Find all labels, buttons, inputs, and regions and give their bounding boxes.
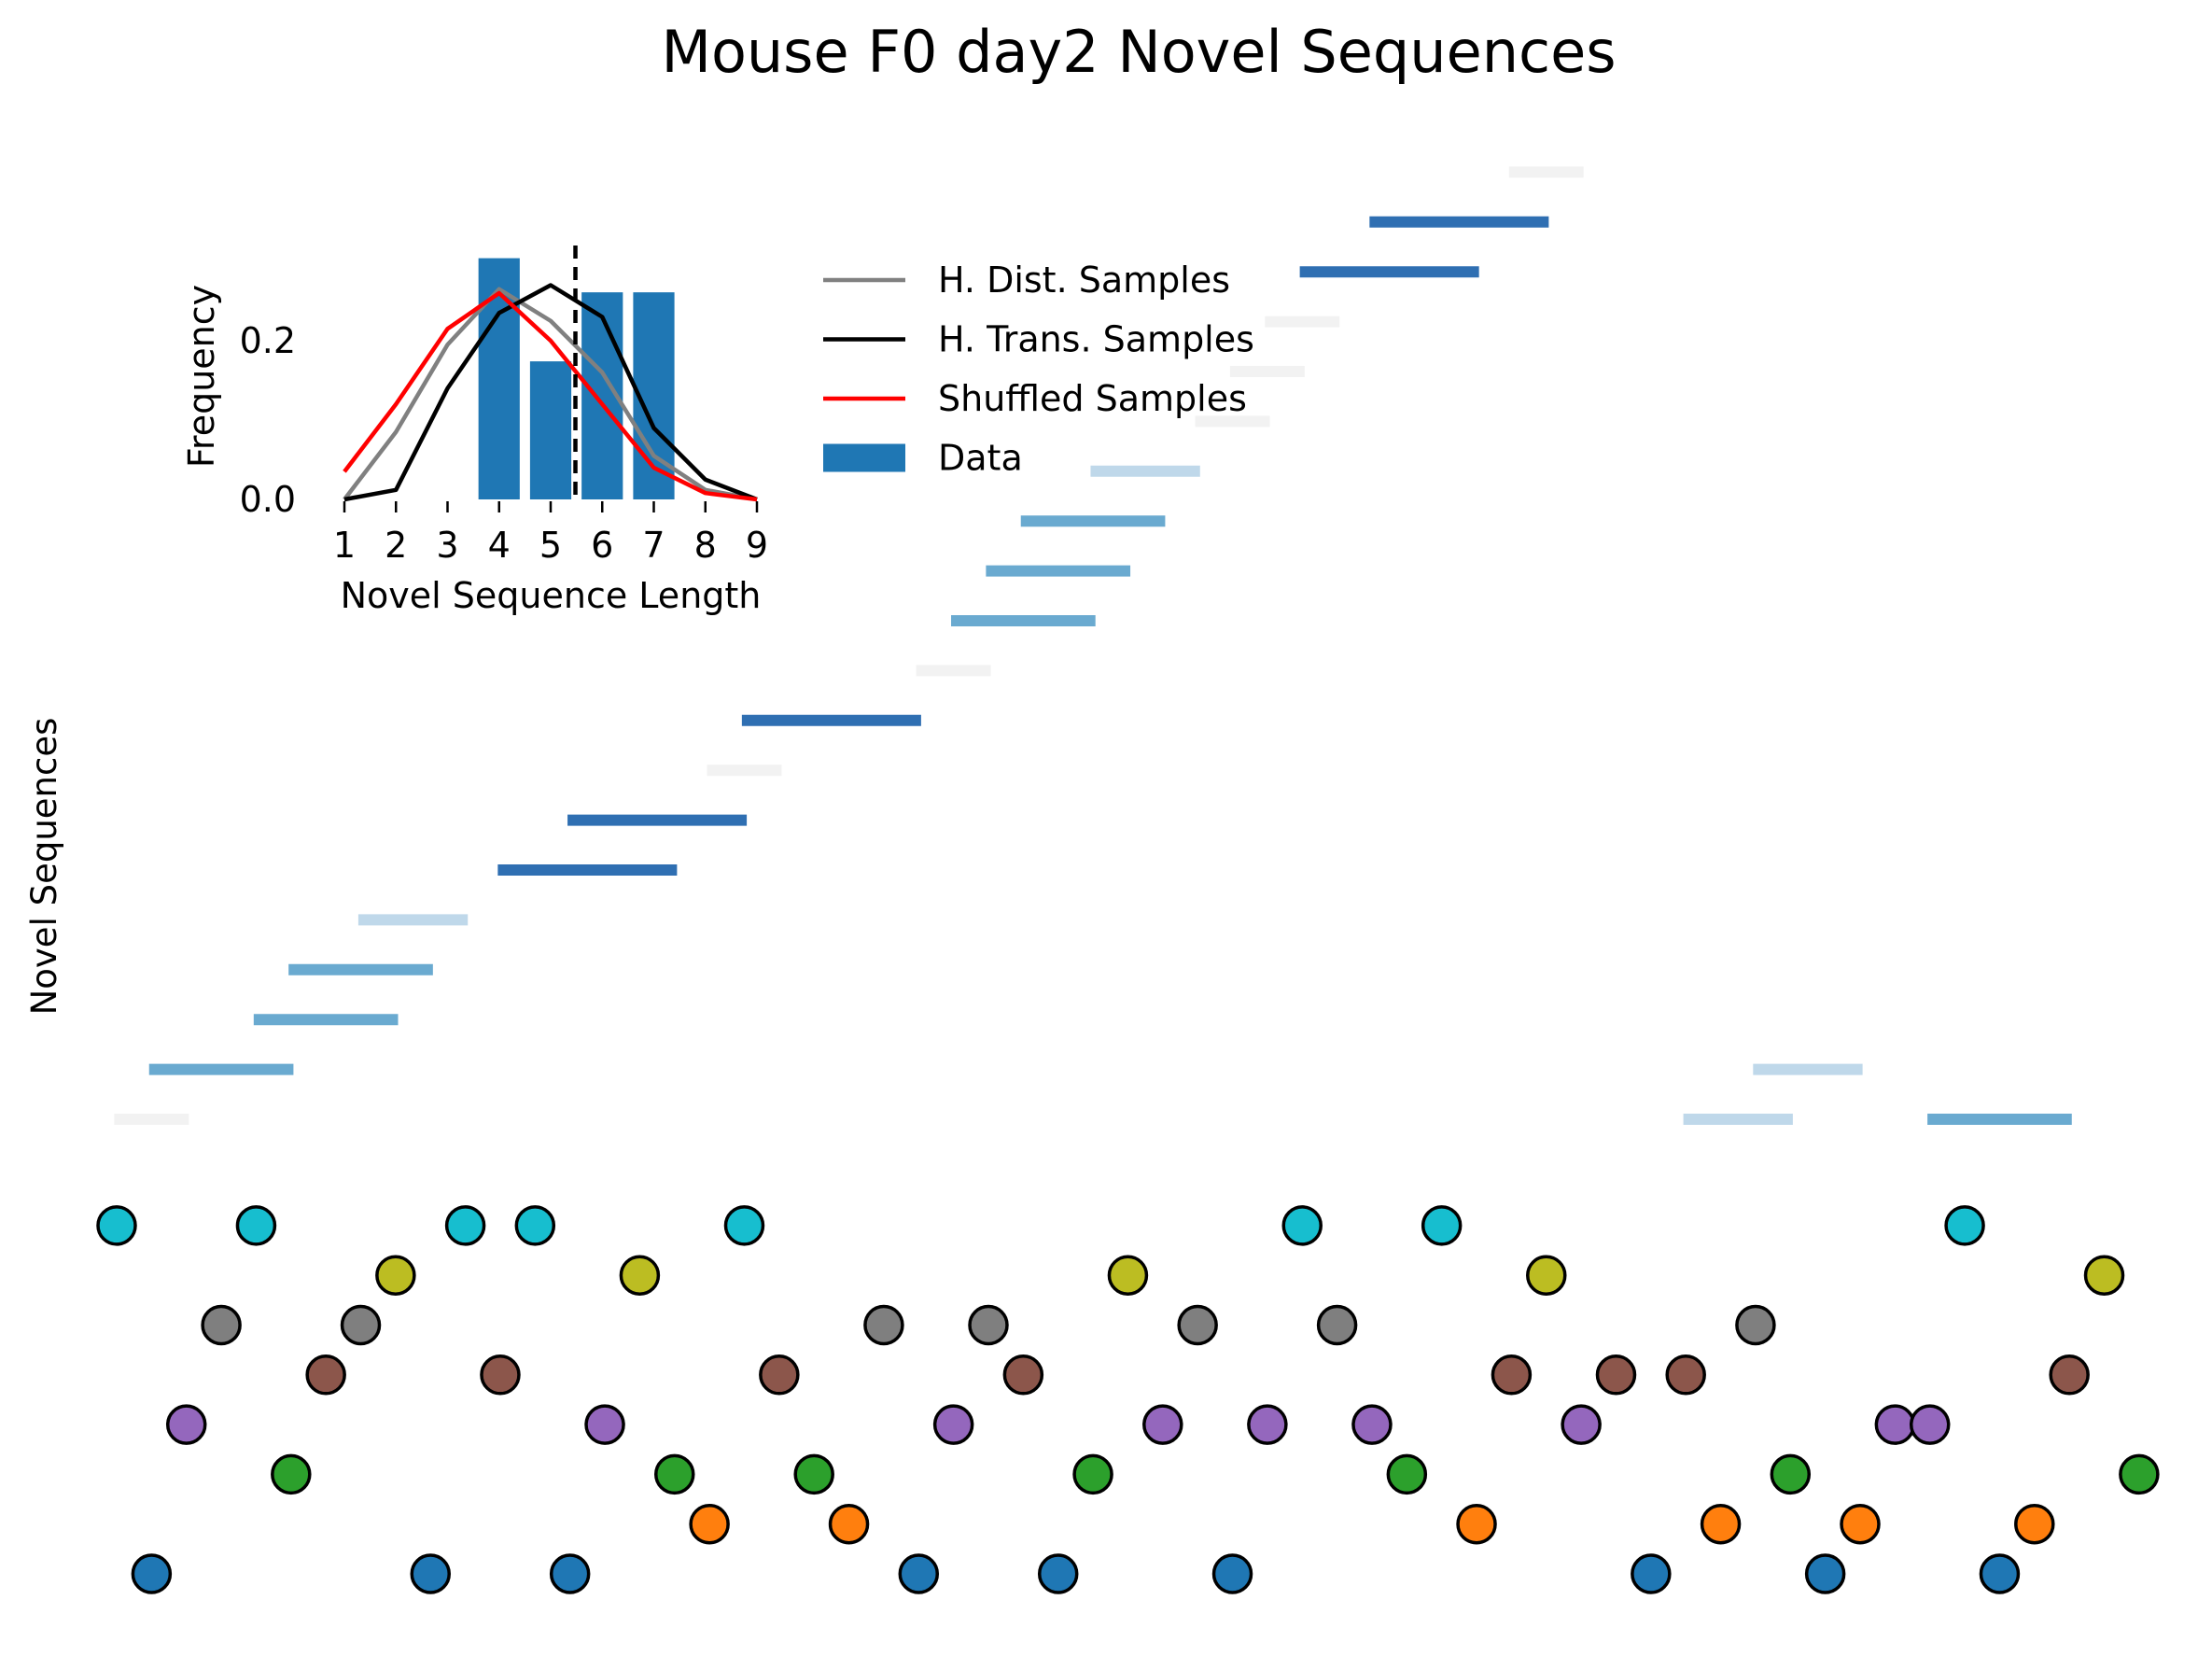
sequence-point-52	[1909, 1404, 1951, 1445]
sequence-point-32	[1211, 1553, 1253, 1594]
sequence-point-15	[619, 1255, 661, 1296]
sequence-point-54	[1979, 1553, 2021, 1594]
sequence-point-14	[584, 1404, 625, 1445]
inset-series-line-0	[343, 287, 758, 502]
sequence-point-24	[932, 1404, 974, 1445]
legend-label-2: Shuffled Samples	[938, 378, 1247, 419]
inset-x-tick-label-2: 2	[385, 525, 407, 566]
chart-title: Mouse F0 day2 Novel Sequences	[661, 18, 1616, 86]
sequence-point-56	[2049, 1354, 2090, 1396]
sequence-point-39	[1456, 1503, 1497, 1545]
sequence-point-33	[1247, 1404, 1288, 1445]
inset-y-axis-label: Frequency	[181, 285, 222, 468]
sequence-point-9	[410, 1553, 451, 1594]
sequence-point-29	[1107, 1255, 1149, 1296]
sequence-point-47	[1735, 1304, 1776, 1346]
inset-x-tick-label-1: 1	[333, 525, 356, 566]
main-y-axis-label: Novel Sequences	[24, 718, 64, 1016]
sequence-point-17	[689, 1503, 730, 1545]
inset-y-ticks: 0.0 0.2	[240, 320, 296, 520]
sequence-point-46	[1700, 1503, 1742, 1545]
sequence-point-50	[1840, 1503, 1881, 1545]
sequence-point-45	[1665, 1354, 1706, 1396]
sequence-point-48	[1770, 1453, 1812, 1495]
sequence-point-57	[2083, 1255, 2125, 1296]
sequence-point-21	[828, 1503, 870, 1545]
sequence-point-51	[1874, 1404, 1916, 1445]
inset-bars	[478, 258, 675, 499]
sequence-point-35	[1316, 1304, 1358, 1346]
sequence-point-0	[96, 1205, 137, 1246]
sequence-point-44	[1631, 1553, 1672, 1594]
sequence-point-28	[1072, 1453, 1113, 1495]
inset-x-tick-label-8: 8	[694, 525, 717, 566]
sequence-point-36	[1351, 1404, 1393, 1445]
inset-x-tick-label-3: 3	[436, 525, 458, 566]
sequence-point-18	[723, 1205, 765, 1246]
inset-series-line-2	[343, 290, 758, 502]
legend: H. Dist. Samples H. Trans. SamplesShuffle…	[823, 260, 1254, 479]
inset-series-line-1	[343, 283, 758, 502]
sequence-point-10	[444, 1205, 486, 1246]
sequence-point-31	[1177, 1304, 1218, 1346]
sequence-point-12	[514, 1205, 556, 1246]
sequence-point-7	[340, 1304, 382, 1346]
sequence-point-6	[305, 1354, 346, 1396]
inset-x-tick-label-7: 7	[642, 525, 665, 566]
sequence-point-23	[898, 1553, 940, 1594]
sequence-point-5	[271, 1453, 312, 1495]
sequence-point-25	[968, 1304, 1009, 1346]
sequence-point-53	[1944, 1205, 1985, 1246]
sequence-point-49	[1804, 1553, 1846, 1594]
sequence-point-34	[1281, 1205, 1323, 1246]
sequence-point-27	[1037, 1553, 1079, 1594]
sequence-points	[96, 1205, 2160, 1594]
sequence-point-55	[2014, 1503, 2055, 1545]
sequence-point-58	[2119, 1453, 2160, 1495]
novel-sequence-segments	[114, 166, 2072, 1125]
legend-label-3: Data	[938, 438, 1023, 479]
sequence-point-4	[235, 1205, 277, 1246]
sequence-point-42	[1561, 1404, 1602, 1445]
sequence-point-22	[863, 1304, 904, 1346]
sequence-point-16	[654, 1453, 695, 1495]
sequence-point-43	[1595, 1354, 1637, 1396]
inset-y-tick-label-0: 0.0	[240, 479, 296, 520]
sequence-point-8	[375, 1255, 416, 1296]
sequence-point-20	[793, 1453, 834, 1495]
sequence-point-11	[480, 1354, 521, 1396]
sequence-point-1	[131, 1553, 173, 1594]
inset-lines	[343, 283, 758, 502]
legend-label-0: H. Dist. Samples	[938, 260, 1230, 301]
inset-x-tick-label-9: 9	[746, 525, 768, 566]
inset-x-tick-label-6: 6	[591, 525, 613, 566]
sequence-point-3	[201, 1304, 242, 1346]
sequence-point-38	[1421, 1205, 1463, 1246]
inset-y-tick-label-1: 0.2	[240, 320, 296, 361]
legend-label-1: H. Trans. Samples	[938, 319, 1254, 360]
sequence-point-26	[1002, 1354, 1044, 1396]
sequence-point-13	[549, 1553, 591, 1594]
sequence-point-41	[1526, 1255, 1567, 1296]
inset-bar-5	[529, 361, 572, 499]
inset-x-axis-label: Novel Sequence Length	[341, 575, 762, 616]
sequence-point-2	[165, 1404, 207, 1445]
sequence-point-19	[759, 1354, 800, 1396]
inset-x-tick-label-4: 4	[488, 525, 511, 566]
legend-swatch-3	[823, 443, 905, 472]
sequence-point-37	[1386, 1453, 1428, 1495]
sequence-point-40	[1491, 1354, 1533, 1396]
inset-x-tick-label-5: 5	[539, 525, 562, 566]
sequence-point-30	[1142, 1404, 1183, 1445]
